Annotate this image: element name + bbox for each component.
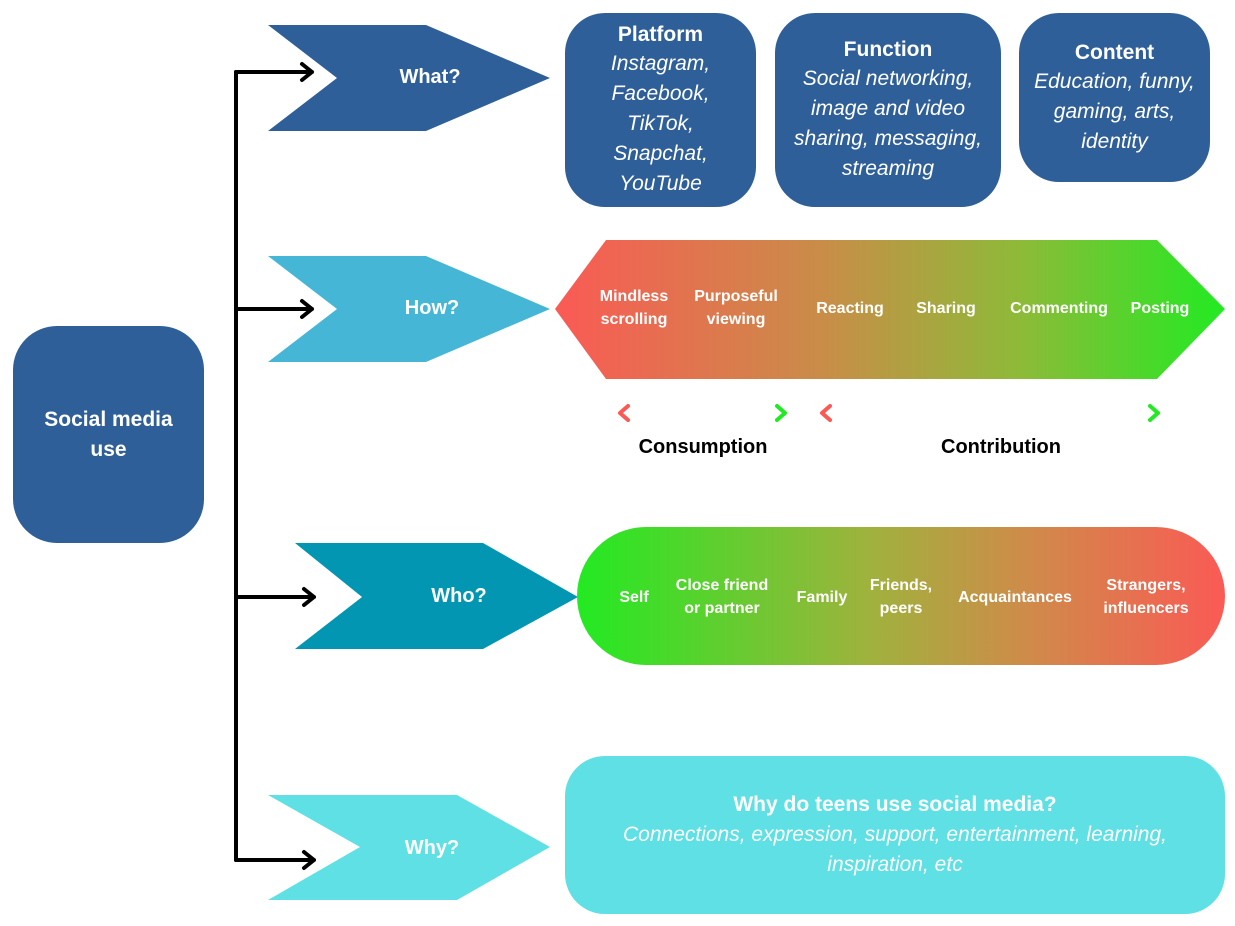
consumption-arrow-left-head: [618, 404, 630, 422]
range-label-contribution: Contribution: [941, 436, 1061, 458]
connector-who: [234, 587, 316, 607]
connector-how: [234, 299, 314, 319]
branch-label-who: Who?: [431, 585, 487, 607]
what-card-function: Function Social networking, image and vi…: [775, 13, 1001, 207]
chevron-how: [268, 256, 550, 362]
connector-why: [234, 850, 316, 870]
chevron-what: [268, 25, 550, 131]
who-item-self: Self: [619, 589, 649, 606]
root-node: Social media use: [13, 326, 204, 543]
who-item-friends-peers: Friends, peers: [869, 577, 933, 617]
chevron-who: [295, 543, 578, 649]
connector-what: [234, 62, 314, 82]
branch-label-how: How?: [404, 297, 460, 319]
who-spectrum-pill: [577, 527, 1225, 665]
who-item-strangers-influencers: Strangers, influencers: [1103, 577, 1189, 617]
card-title: Function: [843, 38, 933, 61]
consumption-arrow-right-head: [775, 404, 787, 422]
card-body: Education, funny, gaming, arts, identity: [1034, 69, 1195, 153]
how-item-commenting: Commenting: [1010, 300, 1108, 317]
who-item-acquaintances: Acquaintances: [958, 589, 1072, 606]
how-item-reacting: Reacting: [816, 300, 884, 317]
how-spectrum-hexagon: [555, 240, 1225, 379]
card-title: Content: [1074, 40, 1155, 64]
why-title: Why do teens use social media?: [733, 793, 1057, 816]
who-item-family: Family: [796, 589, 848, 606]
why-body: Connections, expression, support, entert…: [623, 823, 1167, 876]
why-box: Why do teens use social media? Connectio…: [565, 756, 1225, 914]
how-item-purposeful-viewing: Purposeful viewing: [694, 288, 778, 328]
contribution-arrow-left-head: [820, 404, 832, 422]
how-item-mindless-scrolling: Mindless scrolling: [599, 288, 669, 328]
how-item-sharing: Sharing: [916, 300, 976, 317]
branch-label-what: What?: [399, 66, 461, 88]
range-label-consumption: Consumption: [638, 436, 768, 458]
branch-label-why: Why?: [404, 837, 460, 859]
what-card-platform: Platform Instagram, Facebook, TikTok, Sn…: [565, 13, 756, 207]
contribution-arrow-right-head: [1148, 404, 1160, 422]
who-item-close-friend: Close friend or partner: [675, 577, 769, 617]
root-label: Social media use: [44, 407, 173, 461]
card-body: Social networking, image and video shari…: [794, 67, 982, 180]
chevron-why: [268, 795, 550, 900]
what-card-content: Content Education, funny, gaming, arts, …: [1019, 13, 1210, 182]
how-item-posting: Posting: [1130, 300, 1190, 317]
connector-tree: [234, 62, 316, 870]
card-title: Platform: [617, 23, 704, 46]
card-body: Instagram, Facebook, TikTok, Snapchat, Y…: [610, 52, 711, 195]
